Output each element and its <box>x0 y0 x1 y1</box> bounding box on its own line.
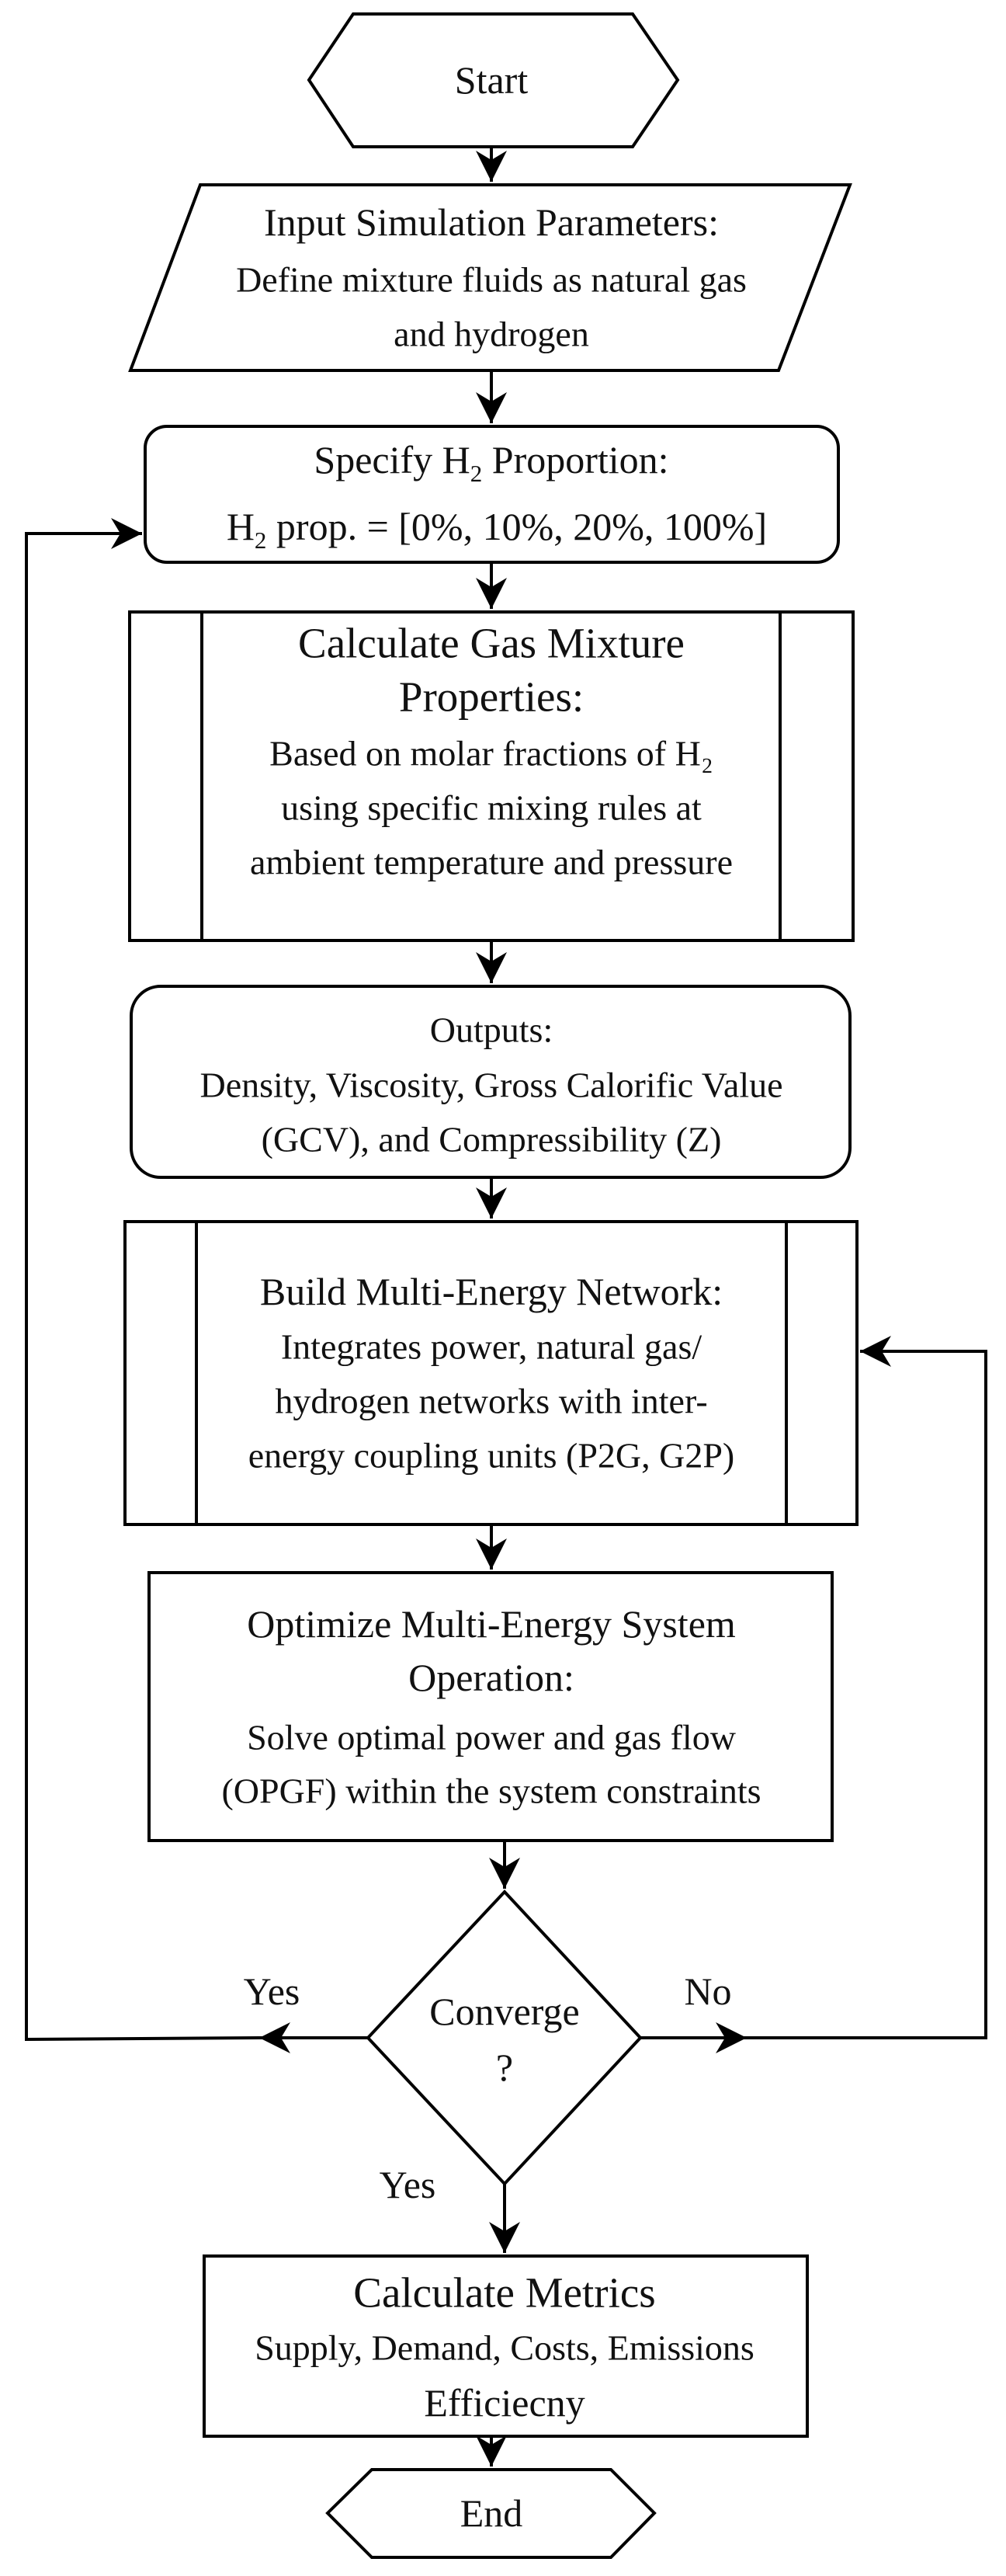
mixture-line3: Based on molar fractions of H₂ <box>269 733 713 773</box>
optimize-line1: Optimize Multi-Energy System <box>247 1602 736 1646</box>
optimize-line4: (OPGF) within the system constraints <box>221 1771 761 1811</box>
mixture-line1: Calculate Gas Mixture <box>298 619 685 667</box>
loop-yes-to-h2 <box>25 518 260 2042</box>
decision-line2: ? <box>495 2046 514 2089</box>
optimize-box-shape <box>147 1571 834 1842</box>
mixture-line4: using specific mixing rules at <box>281 787 702 828</box>
outputs-title: Outputs: <box>429 1010 553 1050</box>
start-label: Start <box>454 58 529 102</box>
decision-no-right-label: No <box>684 1969 732 2013</box>
mixture-line2: Properties: <box>398 673 585 721</box>
end-label: End <box>460 2491 523 2535</box>
input-title: Input Simulation Parameters: <box>263 200 720 244</box>
loop-no-to-network <box>747 1336 987 2039</box>
outputs-line1: Density, Viscosity, Gross Calorific Valu… <box>199 1065 783 1105</box>
decision-diamond-shape <box>366 1889 643 2186</box>
end-terminator-shape <box>325 2468 657 2559</box>
connectors <box>25 147 987 2466</box>
start-terminator-shape <box>307 12 680 148</box>
network-process-shape <box>123 1220 859 1526</box>
metrics-line1: Supply, Demand, Costs, Emissions <box>255 2327 754 2368</box>
decision-yes-down-label: Yes <box>379 2163 436 2206</box>
metrics-title: Calculate Metrics <box>353 2268 656 2317</box>
input-parallelogram-shape <box>128 183 852 372</box>
input-line1: Define mixture fluids as natural gas <box>236 259 747 300</box>
metrics-line2: Efficiecny <box>424 2381 585 2425</box>
h2-proportion-value: H2 prop. = [0%, 10%, 20%, 100%] <box>226 505 768 554</box>
network-line1: Integrates power, natural gas/ <box>280 1326 702 1367</box>
optimize-line3: Solve optimal power and gas flow <box>247 1717 736 1757</box>
decision-line1: Converge <box>429 1990 580 2033</box>
optimize-line2: Operation: <box>408 1656 574 1699</box>
network-line3: energy coupling units (P2G, G2P) <box>248 1435 735 1476</box>
decision-yes-left-label: Yes <box>243 1969 300 2013</box>
input-line2: and hydrogen <box>394 314 589 354</box>
h2-proportion-title: Specify H2 Proportion: <box>314 438 669 487</box>
outputs-line2: (GCV), and Compressibility (Z) <box>261 1119 722 1159</box>
mixture-line5: ambient temperature and pressure <box>249 842 734 882</box>
network-title: Build Multi-Energy Network: <box>259 1270 723 1313</box>
network-line2: hydrogen networks with inter- <box>275 1381 708 1421</box>
